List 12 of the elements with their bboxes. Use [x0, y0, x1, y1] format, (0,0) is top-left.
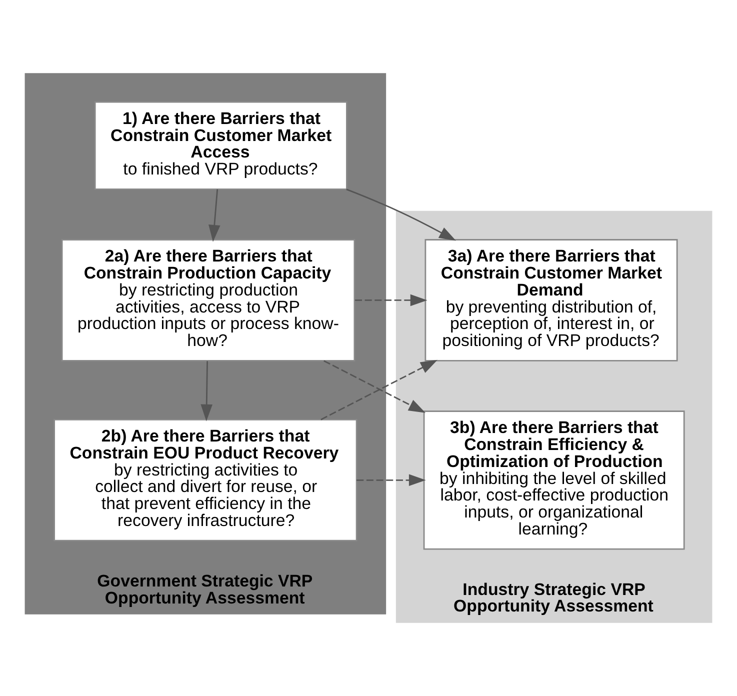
- arrow: [356, 474, 426, 486]
- node-box: 3b) Are there Barriers that Constrain Efficiency & Optimization of Production by inhibiting the level of skilled labor, cost-effective production inputs, or organizational learning?: [423, 410, 685, 550]
- arrow: [324, 360, 426, 413]
- arrow: [346, 188, 456, 241]
- arrow: [200, 361, 213, 422]
- node-box: 2a) Are there Barriers that Constrain Production Capacity by restricting production activities, access to VRP production inputs or process know-how?: [61, 239, 356, 362]
- arrow: [208, 189, 220, 242]
- node-box: 2b) Are there Barriers that Constrain EOU Product Recovery by restricting activities to collect and divert for reuse, or that prevent efficiency in the recovery infrastructure?: [54, 419, 358, 542]
- arrow: [354, 294, 428, 306]
- node-box: 1) Are there Barriers that Constrain Customer Market Access to finished VRP products?: [94, 101, 348, 190]
- node-box: 3a) Are there Barriers that Constrain Customer Market Demand by preventing distribution of, perception of, interest in, or positioning of VRP products?: [424, 239, 678, 362]
- arrow: [320, 360, 438, 420]
